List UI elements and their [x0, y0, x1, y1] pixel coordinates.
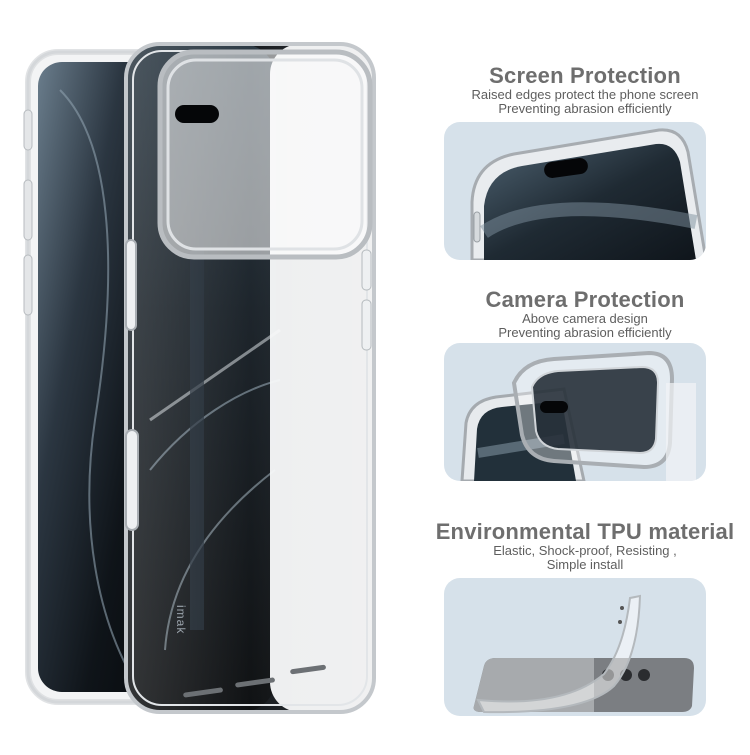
feature-title: Screen Protection: [489, 63, 681, 88]
phone-case-illustration: [23, 42, 376, 714]
feature-title: Environmental TPU material: [435, 519, 735, 544]
feature-line: Above camera design: [522, 311, 648, 326]
feature-line: Preventing abrasion efficiently: [498, 325, 672, 340]
feature-line: Elastic, Shock-proof, Resisting ,: [493, 543, 677, 558]
feature-tpu-material: Environmental TPU material Elastic, Shoc…: [420, 520, 750, 572]
hero-product-image: imak: [23, 42, 376, 714]
bent-case-icon: [473, 594, 694, 714]
tpu-material-image: [444, 578, 706, 716]
feature-line: Preventing abrasion efficiently: [498, 101, 672, 116]
feature-line: Simple install: [546, 557, 624, 572]
camera-protection-image: [444, 343, 706, 481]
feature-title: Camera Protection: [485, 287, 685, 312]
feature-line: Raised edges protect the phone screen: [471, 87, 699, 102]
brand-logo: imak: [174, 605, 188, 635]
feature-camera-protection: Camera Protection Above camera design Pr…: [420, 288, 750, 340]
camera-ring-icon: [460, 350, 696, 481]
phone-corner-icon: [470, 128, 706, 260]
feature-screen-protection: Screen Protection Raised edges protect t…: [420, 64, 750, 116]
screen-protection-image: [444, 122, 706, 260]
